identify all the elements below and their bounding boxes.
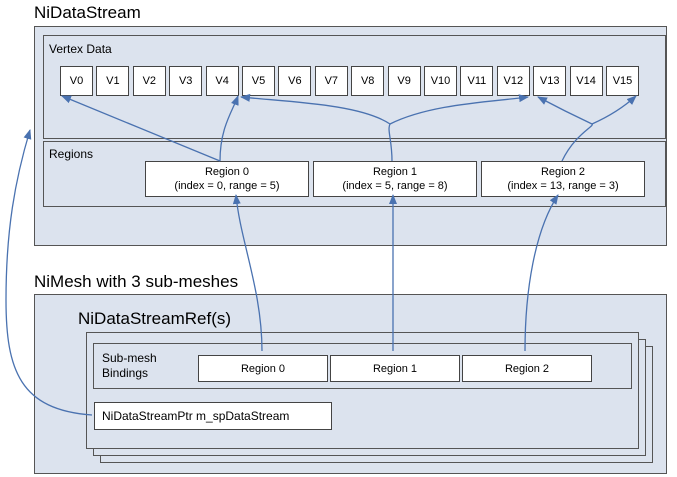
region-box-0: Region 0 (index = 0, range = 5) (145, 161, 309, 197)
vertex-cell: V5 (242, 66, 275, 96)
submesh-bindings-label-line2: Bindings (102, 366, 149, 380)
vertex-cell: V8 (351, 66, 385, 96)
region-detail: (index = 5, range = 8) (342, 180, 448, 192)
mesh-title: NiMesh with 3 sub-meshes (34, 272, 239, 291)
regions-label: Regions (49, 147, 94, 161)
region-name: Region 1 (372, 166, 418, 178)
vertex-cell: V13 (533, 66, 567, 96)
submesh-bindings-label: Sub-mesh Bindings (102, 351, 157, 381)
vertex-cell: V10 (424, 66, 457, 96)
vertex-cell: V14 (569, 66, 603, 96)
vertex-cell: V15 (606, 66, 639, 96)
region-box-2: Region 2 (index = 13, range = 3) (481, 161, 645, 197)
region-detail: (index = 0, range = 5) (174, 180, 280, 192)
submesh-bindings-panel: Sub-mesh Bindings Region 0 Region 1 Regi… (93, 343, 632, 389)
vertex-cell: V0 (60, 66, 93, 96)
binding-region-2: Region 2 (462, 355, 592, 382)
submesh-bindings-label-line1: Sub-mesh (102, 351, 157, 365)
vertex-data-label: Vertex Data (49, 42, 112, 56)
binding-region-1: Region 1 (330, 355, 460, 382)
vertex-cell: V1 (96, 66, 130, 96)
datastreamref-panel: Sub-mesh Bindings Region 0 Region 1 Regi… (86, 332, 639, 449)
datastreamref-title: NiDataStreamRef(s) (78, 309, 232, 328)
region-name: Region 0 (204, 166, 250, 178)
vertex-cell: V12 (496, 66, 530, 96)
region-name: Region 2 (540, 166, 586, 178)
datastream-ptr-box: NiDataStreamPtr m_spDataStream (94, 402, 332, 430)
vertex-cell: V6 (278, 66, 312, 96)
vertex-cell: V3 (169, 66, 203, 96)
regions-panel: Regions Region 0 (index = 0, range = 5) … (43, 141, 666, 207)
region-detail: (index = 13, range = 3) (507, 180, 619, 192)
vertex-cell: V7 (314, 66, 348, 96)
vertex-cell: V4 (205, 66, 239, 96)
region-box-1: Region 1 (index = 5, range = 8) (313, 161, 477, 197)
mesh-panel: NiDataStreamRef(s) Sub-mesh Bindings Reg… (34, 294, 667, 474)
vertex-cell: V9 (387, 66, 421, 96)
datastream-title: NiDataStream (34, 3, 141, 22)
vertex-cell: V2 (132, 66, 166, 96)
vertex-cell: V11 (460, 66, 494, 96)
binding-region-0: Region 0 (198, 355, 328, 382)
